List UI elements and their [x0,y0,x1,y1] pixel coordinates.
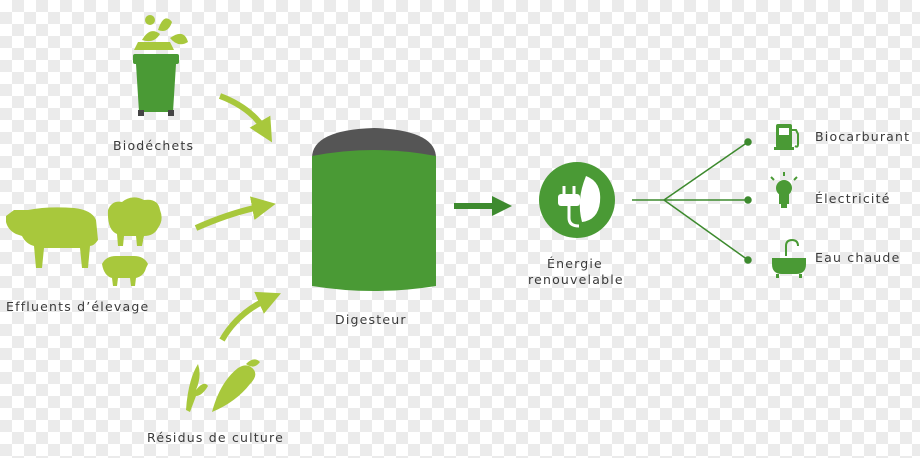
light-bulb-icon [770,172,798,208]
arrow-to-energy [454,196,512,216]
carrot-icon [212,365,256,412]
label-biowaste: Biodéchets [113,138,195,153]
wheat-icon [186,364,208,412]
label-energy-line1: Énergie [547,256,603,271]
label-electricity: Électricité [815,191,891,206]
arrow-biowaste [218,93,273,143]
arrow-crops [219,291,281,342]
renewable-energy-icon [539,162,615,238]
label-hot-water: Eau chaude [815,250,901,265]
arrow-livestock [194,196,276,231]
fuel-pump-icon [774,124,799,150]
label-livestock: Effluents d’élevage [6,299,150,314]
pig-icon [102,256,148,286]
livestock-icon [6,197,162,286]
sheep-icon [107,197,162,246]
crop-residue-icon [186,359,260,412]
biowaste-bin-icon [133,15,188,116]
label-digester: Digesteur [335,312,407,327]
output-branches [632,138,752,264]
cow-icon [6,207,98,268]
label-energy-line2: renouvelable [528,272,624,287]
digester-tank-icon [312,128,436,291]
label-biofuel: Biocarburant [815,129,911,144]
label-crops: Résidus de culture [147,430,284,445]
bathtub-icon [772,238,806,278]
